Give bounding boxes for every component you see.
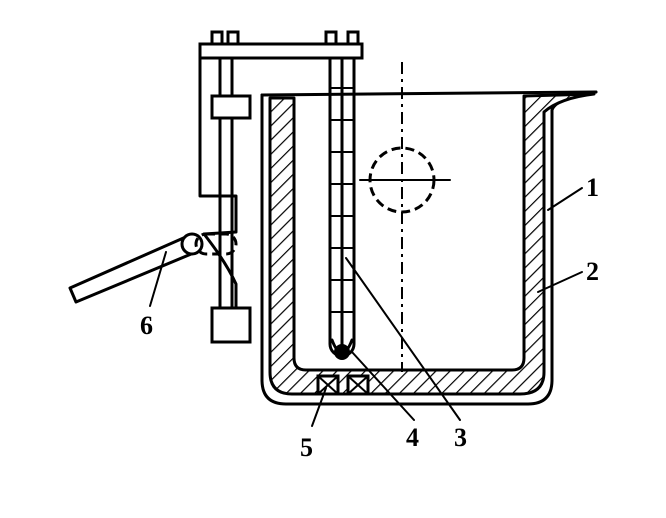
label-2: 2	[586, 257, 599, 286]
leader-6	[149, 251, 167, 307]
label-3: 3	[454, 423, 467, 452]
leader-2	[537, 271, 583, 293]
bracket-upper-block	[210, 94, 252, 120]
refractory-lining	[268, 92, 596, 396]
vessel-rim	[260, 90, 598, 97]
outer-shell	[260, 90, 598, 406]
label-6: 6	[140, 311, 153, 340]
label-1: 1	[586, 173, 599, 202]
label-4: 4	[406, 423, 419, 452]
lever-handle	[68, 232, 238, 304]
side-bracket	[198, 56, 238, 312]
leader-3	[345, 257, 461, 421]
leader-5	[311, 387, 327, 427]
immersion-tube	[328, 42, 356, 360]
leader-1	[547, 187, 583, 211]
bracket-lower-block	[210, 306, 252, 344]
leader-4	[351, 351, 415, 421]
label-5: 5	[300, 433, 313, 462]
bottom-plug	[316, 374, 370, 396]
